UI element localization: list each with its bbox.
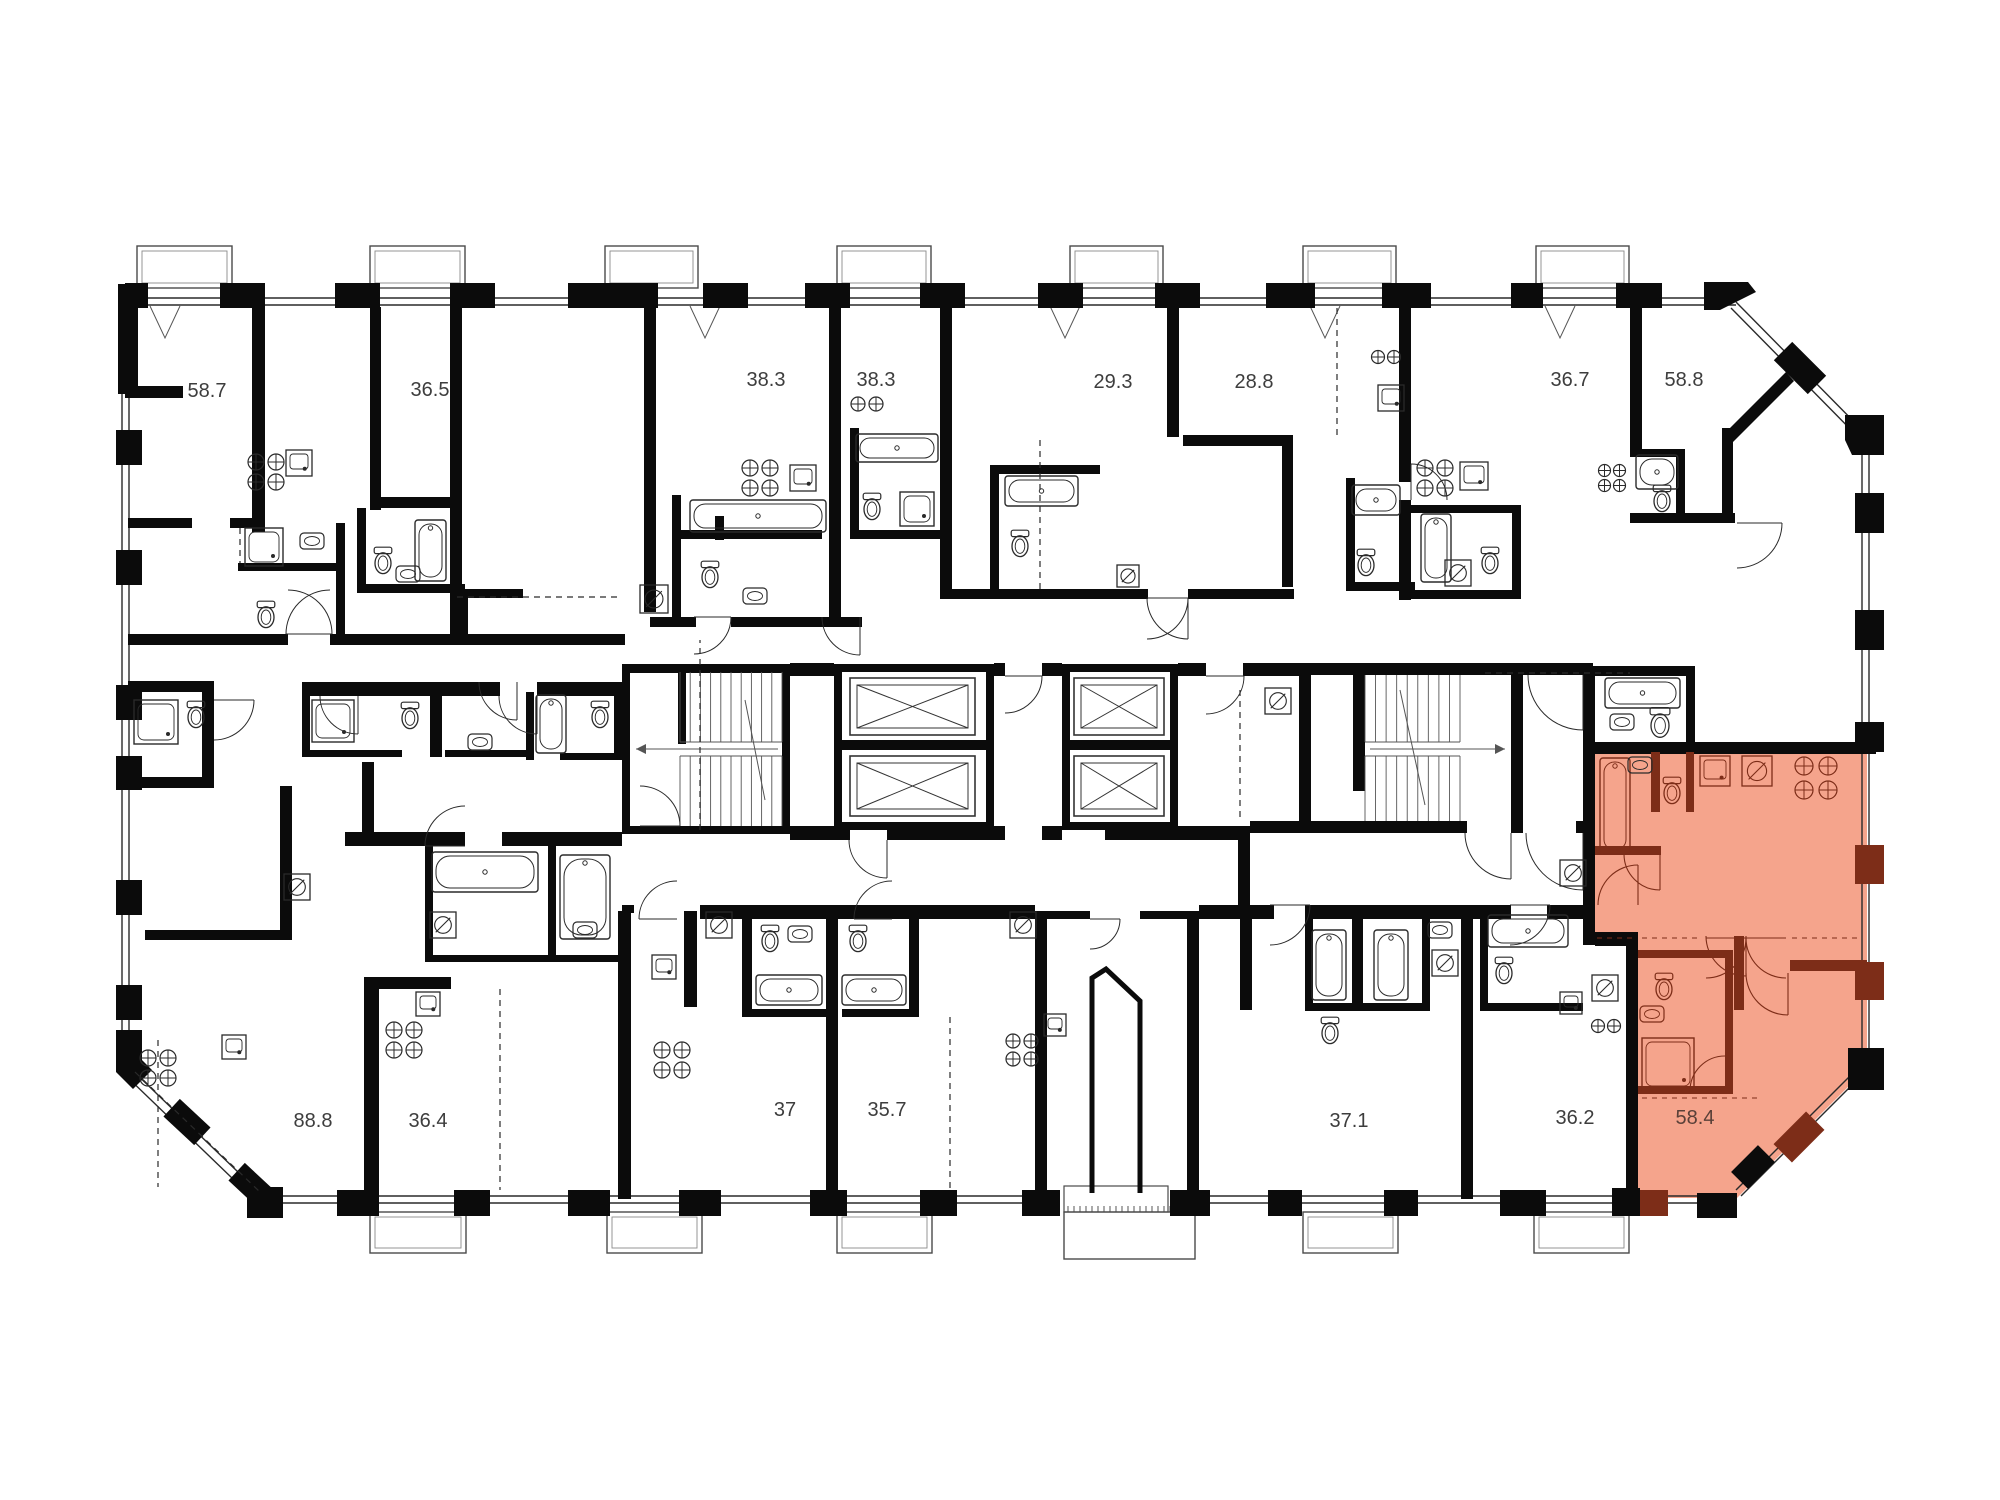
svg-text:88.8: 88.8 [294,1110,333,1132]
svg-text:58.8: 58.8 [1665,369,1704,391]
svg-text:36.4: 36.4 [409,1110,448,1132]
svg-text:37: 37 [774,1099,796,1121]
svg-text:37.1: 37.1 [1330,1110,1369,1132]
svg-text:38.3: 38.3 [857,369,896,391]
svg-text:36.2: 36.2 [1556,1107,1595,1129]
svg-text:58.4: 58.4 [1676,1107,1715,1129]
svg-text:29.3: 29.3 [1094,371,1133,393]
svg-text:36.5: 36.5 [411,379,450,401]
svg-text:36.7: 36.7 [1551,369,1590,391]
svg-text:35.7: 35.7 [868,1099,907,1121]
svg-text:58.7: 58.7 [188,380,227,402]
svg-text:38.3: 38.3 [747,369,786,391]
svg-text:28.8: 28.8 [1235,371,1274,393]
